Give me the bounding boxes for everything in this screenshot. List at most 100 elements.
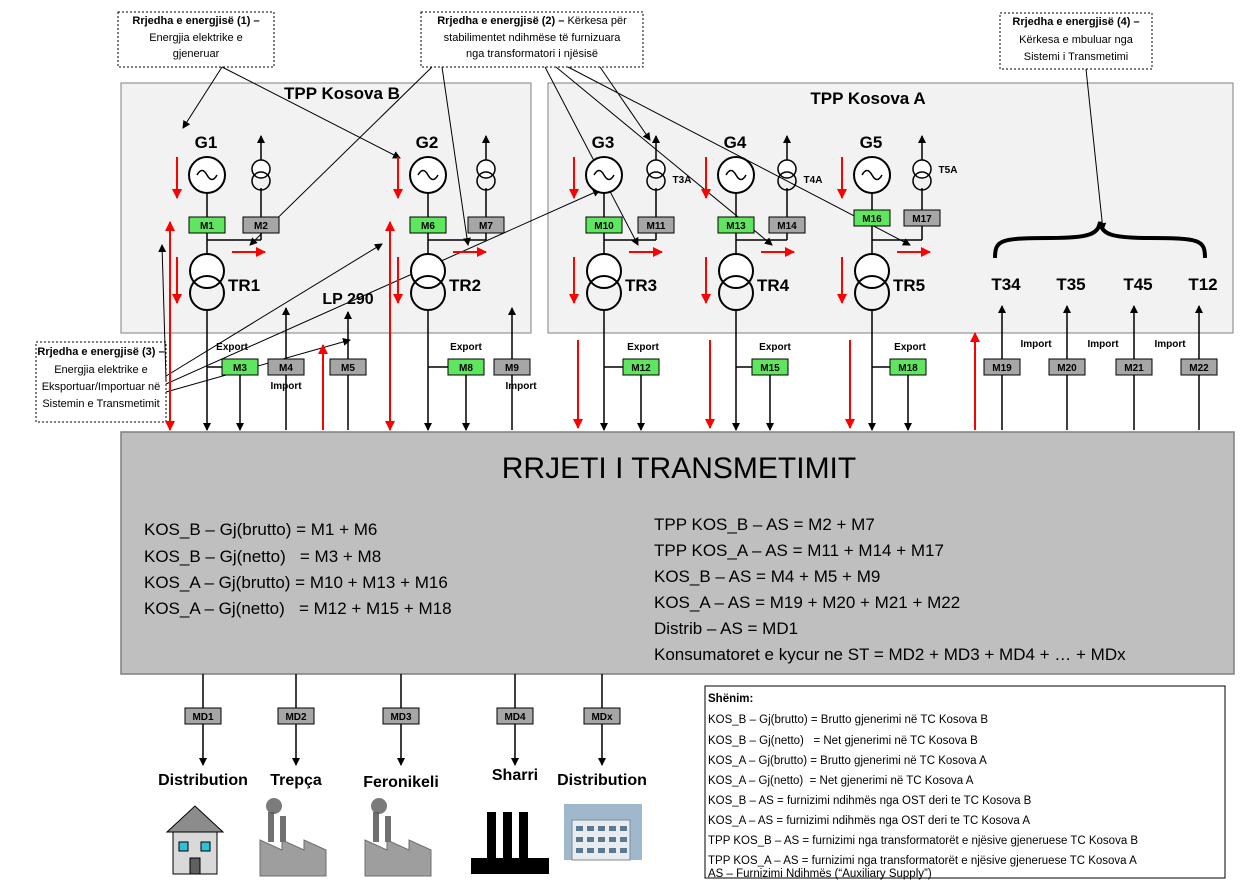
curly-brace-icon <box>993 221 1207 259</box>
sine-wave-icon <box>861 169 883 181</box>
meter-md4: MD4 <box>496 707 534 725</box>
transformer-3: TR3 <box>586 253 657 311</box>
right-formulas: TPP KOS_B – AS = M2 + M7 TPP KOS_A – AS … <box>654 515 1126 664</box>
formula-right-5: Distrib – AS = MD1 <box>654 619 798 638</box>
note-line-3: KOS_A – Gj(brutto) = Brutto gjenerimi në… <box>708 755 987 767</box>
svg-text:Rrjedha e energjisë (2) – Kërk: Rrjedha e energjisë (2) – Kërkesa për <box>437 15 627 27</box>
meter-m17-label: M17 <box>912 214 932 225</box>
building-window <box>587 826 594 831</box>
meter-m4-box <box>267 358 305 376</box>
transformer-3-upper-winding <box>586 253 622 289</box>
transformer-1: TR1 <box>189 253 260 311</box>
meter-m16: M16 <box>853 209 891 227</box>
meter-m6: M6 <box>409 216 447 234</box>
meter-m1-label: M1 <box>200 221 214 232</box>
callout-4-title: Rrjedha e energjisë (4) – <box>1012 16 1139 28</box>
sine-wave-icon <box>593 169 615 181</box>
transformer-4: TR4 <box>718 253 790 311</box>
meter-m15-label: M15 <box>760 363 780 374</box>
consumer-label-5: Distribution <box>557 772 647 789</box>
meter-m14: M14 <box>768 216 806 234</box>
meter-m8-box <box>447 358 485 376</box>
note-line-4: KOS_A – Gj(netto) = Net gjenerimi në TC … <box>708 775 974 787</box>
meter-m18: M18 <box>889 358 927 376</box>
formula-left-2: KOS_B – Gj(netto) = M3 + M8 <box>144 547 381 566</box>
meter-md4-label: MD4 <box>504 712 526 723</box>
building-window <box>620 826 627 831</box>
meter-m13-box <box>717 216 755 234</box>
import-label-tie-3: Import <box>1154 339 1186 350</box>
meter-m15-box <box>751 358 789 376</box>
export-label-5: Export <box>894 342 926 353</box>
callout-flow-1: Rrjedha e energjisë (1) – Energjia elekt… <box>117 11 275 68</box>
note-line-6: KOS_A – AS = furnizimi ndihmës nga OST d… <box>708 815 1030 827</box>
plant-stack-1 <box>487 812 496 858</box>
sine-wave-icon <box>725 169 747 181</box>
meter-m9-label: M9 <box>505 363 519 374</box>
transformer-1-label: TR1 <box>228 276 260 295</box>
building-window <box>609 826 616 831</box>
meter-m19-label: M19 <box>992 363 1012 374</box>
meter-md2: MD2 <box>277 707 315 725</box>
transformer-1-upper-winding <box>189 253 225 289</box>
meter-md2-label: MD2 <box>285 712 307 723</box>
generator-4: G4 <box>717 133 755 194</box>
meter-md2-box <box>277 707 315 725</box>
note-line-8: TPP KOS_A – AS = furnizimi nga transform… <box>708 855 1137 867</box>
meter-m7-label: M7 <box>479 221 493 232</box>
building-window <box>598 837 605 842</box>
callout-2-title: Rrjedha e energjisë (2) – <box>437 15 564 27</box>
building-window <box>598 848 605 853</box>
meter-m12-label: M12 <box>631 363 651 374</box>
meter-m9-box <box>493 358 531 376</box>
formula-right-1: TPP KOS_B – AS = M2 + M7 <box>654 515 875 534</box>
callout-3-line-3: Sistemin e Transmetimit <box>42 398 159 410</box>
factory-body <box>364 839 432 877</box>
note-line-1: KOS_B – Gj(brutto) = Brutto gjenerimi në… <box>708 714 988 726</box>
meter-m2-box <box>242 216 280 234</box>
building-window <box>576 826 583 831</box>
meter-mdx-label: MDx <box>591 712 613 723</box>
meter-m8: M8 <box>447 358 485 376</box>
meter-m19: M19 <box>983 358 1021 376</box>
meter-m18-label: M18 <box>898 363 918 374</box>
meter-m22-label: M22 <box>1189 363 1209 374</box>
formula-right-2: TPP KOS_A – AS = M11 + M14 + M17 <box>654 541 944 560</box>
note-line-2: KOS_B – Gj(netto) = Net gjenerimi në TC … <box>708 735 978 747</box>
tie-line-label-1: T34 <box>991 275 1021 294</box>
generator-2-label: G2 <box>416 133 439 152</box>
transformer-2-label: TR2 <box>449 276 481 295</box>
meter-m10: M10 <box>585 216 623 234</box>
meter-m4-label: M4 <box>279 363 293 374</box>
meter-m16-label: M16 <box>862 214 882 225</box>
callout-flow-4: Rrjedha e energjisë (4) – Kërkesa e mbul… <box>999 12 1153 70</box>
building-icon <box>564 804 642 861</box>
meter-m12: M12 <box>622 358 660 376</box>
meter-m6-label: M6 <box>421 221 435 232</box>
export-label-1: Export <box>216 342 248 353</box>
factory-smoke <box>371 798 387 814</box>
meter-m13-label: M13 <box>726 221 746 232</box>
consumer-label-2: Trepça <box>270 772 322 789</box>
tpp-kosova-a-title: TPP Kosova A <box>810 89 925 108</box>
meter-md3-box <box>382 707 420 725</box>
plant-stack-3 <box>519 812 528 858</box>
callout-1-title: Rrjedha e energjisë (1) – <box>132 15 259 27</box>
note-box: Shënim: KOS_B – Gj(brutto) = Brutto gjen… <box>704 685 1226 880</box>
building-window <box>620 848 627 853</box>
transformer-2-upper-winding <box>410 253 446 289</box>
building-window <box>609 848 616 853</box>
plant-base <box>471 858 549 874</box>
building-window <box>576 848 583 853</box>
note-title: Shënim: <box>708 693 753 705</box>
transformer-5: TR5 <box>854 253 925 311</box>
meter-m3-box <box>221 358 259 376</box>
building-window <box>587 837 594 842</box>
meter-m2: M2 <box>242 216 280 234</box>
callout-2-line-1: stabilimentet ndihmëse të furnizuara <box>444 32 622 44</box>
tie-line-label-4: T12 <box>1188 275 1217 294</box>
callout-flow-2: Rrjedha e energjisë (2) – Kërkesa për st… <box>420 11 644 68</box>
sine-wave-icon <box>417 169 439 181</box>
meter-m5-label: M5 <box>341 363 355 374</box>
